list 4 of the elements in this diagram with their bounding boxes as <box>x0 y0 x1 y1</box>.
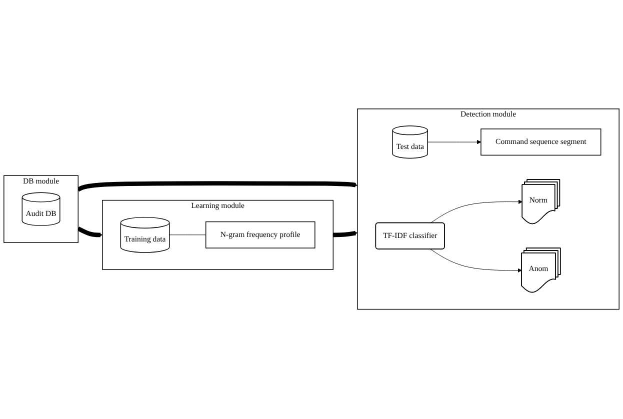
connector <box>169 235 206 236</box>
arrow <box>77 182 358 192</box>
arrow <box>333 231 358 238</box>
arrow <box>77 227 103 238</box>
